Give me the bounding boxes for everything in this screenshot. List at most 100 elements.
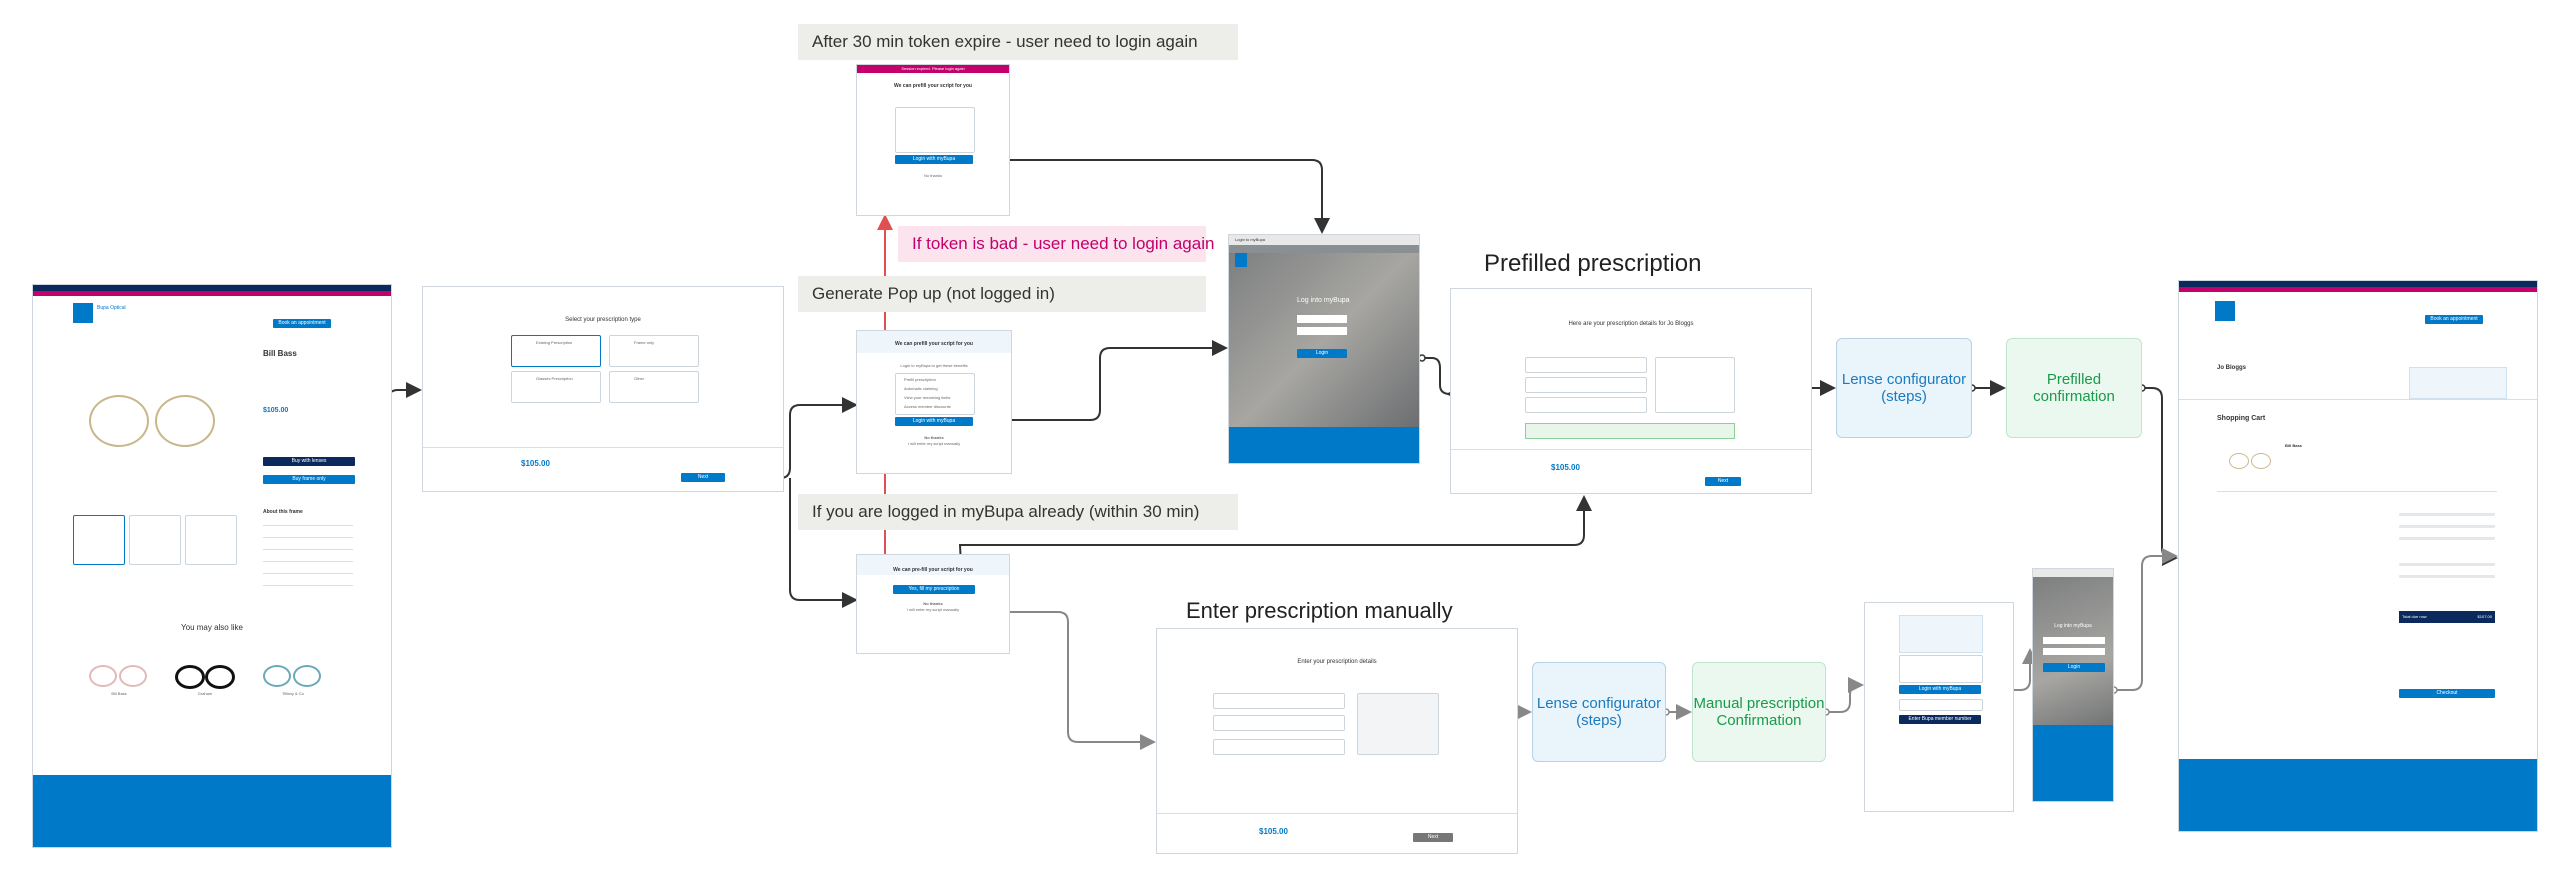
heading-manual: Enter prescription manually [1186, 598, 1453, 623]
checkout-button[interactable]: Checkout [2399, 689, 2495, 698]
cart-member-name: Jo Bloggs [2217, 365, 2247, 371]
arrow-popup-to-login [968, 340, 1228, 421]
option-existing-prescription[interactable]: Existing Prescription [511, 335, 601, 367]
prefilled-next-button[interactable]: Next [1705, 477, 1741, 486]
about-frame-title: About this frame [263, 509, 303, 515]
cart-footer [2179, 759, 2537, 831]
buy-frame-only-button[interactable]: Buy frame only [263, 475, 355, 484]
arrow-manualconfirm-to-mobile [1826, 677, 1864, 713]
mobile-login-screen: Log into myBupa Login [2032, 568, 2114, 802]
brand-name: Bupa Optical [97, 305, 126, 311]
thumbnail-2[interactable] [129, 515, 181, 565]
mobile-username[interactable] [2043, 637, 2105, 644]
use-script-button[interactable]: Yes, fill my prescription [893, 585, 975, 594]
manual-screen: Enter your prescription details $105.00 … [1156, 628, 1518, 854]
popup-logged-in: We can pre-fill your script for you Yes,… [856, 554, 1010, 654]
bupa-logo[interactable] [73, 303, 93, 323]
prefilled-notice [1525, 423, 1735, 439]
select-type-price: $105.00 [521, 459, 550, 468]
mobile-popup-screen: Login with myBupa Enter Bupa member numb… [1864, 602, 2014, 812]
product-page-screen: Bupa Optical Book an appointment Bill Ba… [32, 284, 392, 848]
shopping-cart-screen: Book an appointment Jo Bloggs Shopping C… [2178, 280, 2538, 832]
cart-item-image [2229, 453, 2271, 471]
arrow-mobile-to-login [2010, 648, 2038, 691]
logged-no-thanks[interactable]: No thanks [923, 601, 943, 606]
cart-bupa-logo[interactable] [2215, 301, 2235, 321]
popup-subtitle: Login to myBupa to get these benefits [900, 363, 968, 368]
login-button[interactable]: Login [1297, 349, 1347, 358]
arrow-logged-to-prefilled [958, 495, 1592, 586]
book-appointment-button[interactable]: Book an appointment [273, 319, 331, 328]
thumbnail-1[interactable] [73, 515, 125, 565]
heading-prefilled: Prefilled prescription [1484, 250, 1702, 277]
manual-title: Enter your prescription details [1297, 659, 1377, 665]
also-like-item-3[interactable]: Tiffany & Co [263, 661, 323, 696]
step-lense-configurator-top: Lense configurator (steps) [1836, 338, 1972, 438]
mobile-password[interactable] [2043, 648, 2105, 655]
login-screen: Login to myBupa Log into myBupa Login [1228, 234, 1420, 464]
login-username[interactable] [1297, 315, 1347, 323]
callout-token-bad: If token is bad - user need to login aga… [898, 226, 1214, 262]
expired-no-thanks[interactable]: No thanks [923, 173, 942, 178]
cart-total-bar: Total due now $107.00 [2399, 611, 2495, 623]
popup-title: We can prefill your script for you [895, 341, 973, 347]
select-type-title: Select your prescription type [565, 317, 641, 323]
popup-session-expired: Session expired. Please login again We c… [856, 64, 1010, 216]
arrow-expired-to-login [972, 159, 1330, 234]
step-lense-configurator-bottom: Lense configurator (steps) [1532, 662, 1666, 762]
product-name: Bill Bass [263, 349, 297, 358]
callout-logged-in-already: If you are logged in myBupa already (wit… [798, 494, 1238, 530]
option-other[interactable]: Other [609, 371, 699, 403]
step-label: Lense configurator (steps) [1536, 695, 1662, 729]
step-label: Lense configurator (steps) [1841, 371, 1967, 405]
login-window-title: Login to myBupa [1235, 237, 1266, 242]
product-price: $105.00 [263, 407, 289, 414]
also-like-item-2[interactable]: Graham [175, 661, 235, 696]
arrow-confirm-to-cart [2142, 387, 2178, 566]
manual-next-button[interactable]: Next [1413, 833, 1453, 842]
step-manual-confirmation: Manual prescription Confirmation [1692, 662, 1826, 762]
cart-book-button[interactable]: Book an appointment [2425, 315, 2483, 324]
cart-item-name: Bill Bass [2285, 443, 2302, 448]
popup-no-thanks[interactable]: No thanks [924, 435, 944, 440]
cart-title: Shopping Cart [2217, 415, 2266, 422]
mobile-login-title: Log into myBupa [2054, 623, 2092, 629]
logged-enter-manually[interactable]: I will enter my script manually [906, 607, 960, 612]
site-footer [33, 775, 391, 847]
thumbnail-3[interactable] [185, 515, 237, 565]
logged-popup-title: We can pre-fill your script for you [893, 567, 973, 573]
arrow-select-to-logged [789, 478, 858, 608]
mobile-member-number-button[interactable]: Enter Bupa member number [1899, 715, 1981, 724]
popup-enter-manually[interactable]: I will enter my script manually [907, 441, 961, 446]
popup-login-button[interactable]: Login with myBupa [895, 417, 973, 426]
prefilled-title: Here are your prescription details for J… [1568, 321, 1694, 327]
expired-popup-title: We can prefill your script for you [894, 83, 972, 89]
cart-member-panel [2409, 367, 2507, 399]
manual-price: $105.00 [1259, 827, 1288, 836]
baby-photo [1229, 253, 1419, 429]
glasses-right-lens [155, 395, 215, 447]
popup-not-logged-in: We can prefill your script for you Login… [856, 330, 1012, 474]
prefilled-screen: Here are your prescription details for J… [1450, 288, 1812, 494]
glasses-left-lens [89, 395, 149, 447]
expired-banner: Session expired. Please login again [901, 66, 965, 71]
login-password[interactable] [1297, 327, 1347, 335]
expired-benefits-list [895, 107, 975, 153]
mobile-login-submit[interactable]: Login [2043, 663, 2105, 672]
mobile-login-button[interactable]: Login with myBupa [1899, 685, 1981, 694]
select-type-screen: Select your prescription type Existing P… [422, 286, 784, 492]
arrow-login-to-prefilled [1422, 357, 1462, 402]
buy-with-lenses-button[interactable]: Buy with lenses [263, 457, 355, 466]
expired-login-button[interactable]: Login with myBupa [895, 155, 973, 164]
step-label: Manual prescription Confirmation [1693, 695, 1825, 729]
select-type-next-button[interactable]: Next [681, 473, 725, 482]
also-like-item-1[interactable]: Bill Bass [89, 661, 149, 696]
option-frame-only[interactable]: Frame only [609, 335, 699, 367]
option-glasses-prescription[interactable]: Glasses Prescription [511, 371, 601, 403]
step-label: Prefilled confirmation [2033, 371, 2115, 405]
login-logo [1235, 253, 1247, 267]
login-title: Log into myBupa [1297, 297, 1350, 304]
arrow-nothanks-to-manual [964, 611, 1156, 750]
arrow-mobilelogin-to-cart [2114, 548, 2178, 691]
callout-token-expire: After 30 min token expire - user need to… [798, 24, 1238, 60]
